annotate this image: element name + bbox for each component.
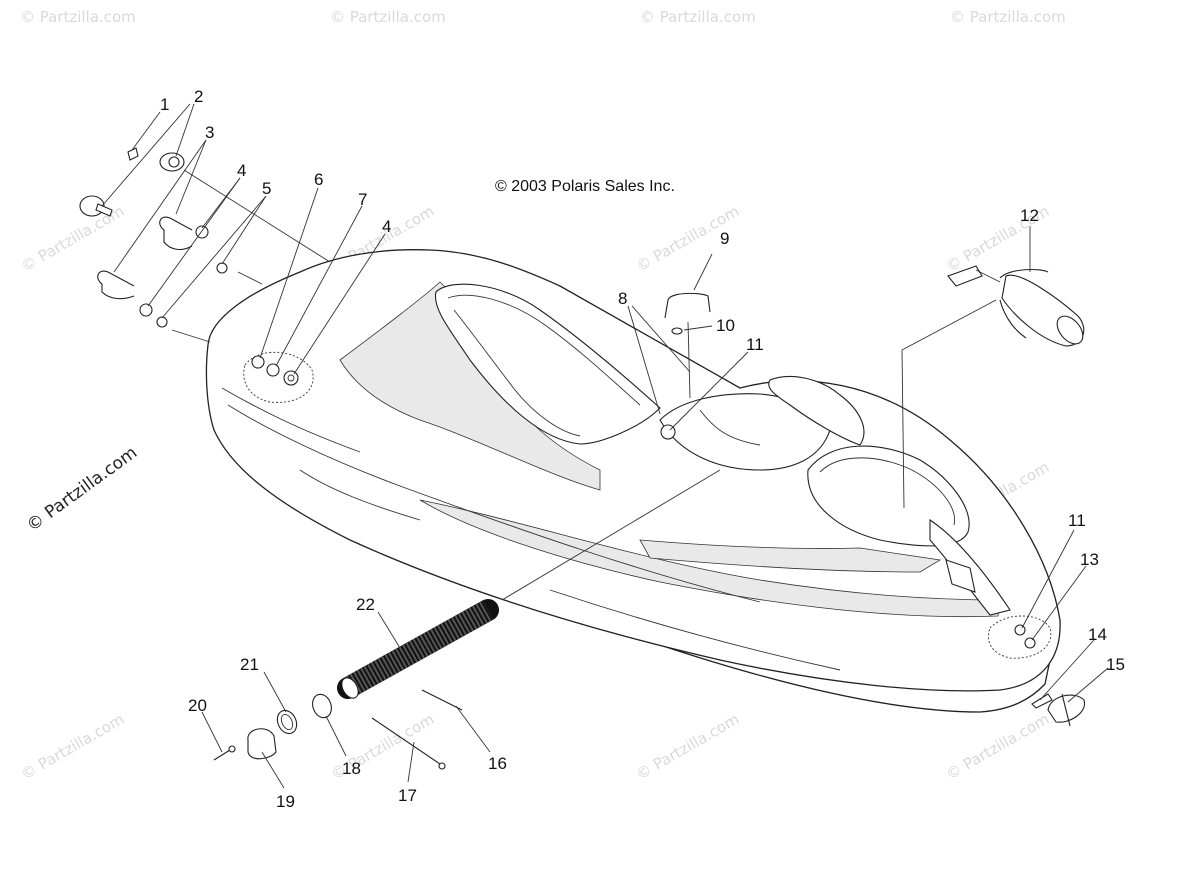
- watermark: © Partzilla.com: [943, 710, 1052, 783]
- callout-11: 11: [1068, 511, 1086, 530]
- part-22-hose: [337, 599, 499, 699]
- watermark: © Partzilla.com: [640, 8, 756, 26]
- callout-8: 8: [618, 289, 627, 308]
- leader-lines: [101, 103, 1109, 789]
- callout-9: 9: [720, 229, 729, 248]
- callout-7: 7: [358, 190, 367, 209]
- watermark: © Partzilla.com: [20, 8, 136, 26]
- copyright-notice: © 2003 Polaris Sales Inc.: [495, 178, 675, 195]
- side-watermark: © Partzilla.com: [23, 443, 141, 536]
- part-20-pin: [213, 745, 236, 761]
- callout-21: 21: [240, 655, 259, 674]
- part-19-sleeve: [247, 728, 277, 760]
- rear-fasteners: [251, 355, 1036, 649]
- callout-6: 6: [314, 170, 323, 189]
- part-2-fitting: [79, 152, 185, 217]
- callout-2: 2: [194, 87, 203, 106]
- part-1-screw: [127, 147, 139, 161]
- callout-5: 5: [262, 179, 271, 198]
- callout-14: 14: [1088, 625, 1107, 644]
- part-5-washer: [156, 262, 228, 328]
- part-16-rod: [421, 689, 463, 711]
- part-15-eyelet: [1047, 693, 1086, 727]
- callout-18: 18: [342, 759, 361, 778]
- callout-17: 17: [398, 786, 417, 805]
- part-9-handle: [664, 292, 711, 319]
- callout-20: 20: [188, 696, 207, 715]
- watermark: © Partzilla.com: [633, 710, 742, 783]
- watercraft-hull: [205, 249, 1061, 713]
- part-3-u-bracket: [97, 216, 193, 300]
- callout-19: 19: [276, 792, 295, 811]
- callout-13: 13: [1080, 550, 1099, 569]
- callout-10: 10: [716, 316, 735, 335]
- callout-12: 12: [1020, 206, 1039, 225]
- callout-22: 22: [356, 595, 375, 614]
- callout-15: 15: [1106, 655, 1125, 674]
- watermark: © Partzilla.com: [330, 8, 446, 26]
- callout-16: 16: [488, 754, 507, 773]
- part-17-rod: [371, 717, 446, 770]
- callout-11: 11: [746, 335, 764, 354]
- callout-labels: 1 2 3 4 5 6 7 4 8 9 10 11 12 11 13 14 15…: [160, 87, 1125, 811]
- callout-4: 4: [237, 161, 246, 180]
- part-21-ring: [276, 709, 298, 735]
- callout-1: 1: [160, 95, 169, 114]
- callout-3: 3: [205, 123, 214, 142]
- callout-4: 4: [382, 217, 391, 236]
- watermark: © Partzilla.com: [950, 8, 1066, 26]
- assembly-lines: [171, 169, 997, 601]
- part-10-clip: [671, 327, 683, 335]
- part-18-clamp: [312, 693, 332, 719]
- part-12-canister: [947, 265, 1085, 347]
- watermark: © Partzilla.com: [18, 710, 127, 783]
